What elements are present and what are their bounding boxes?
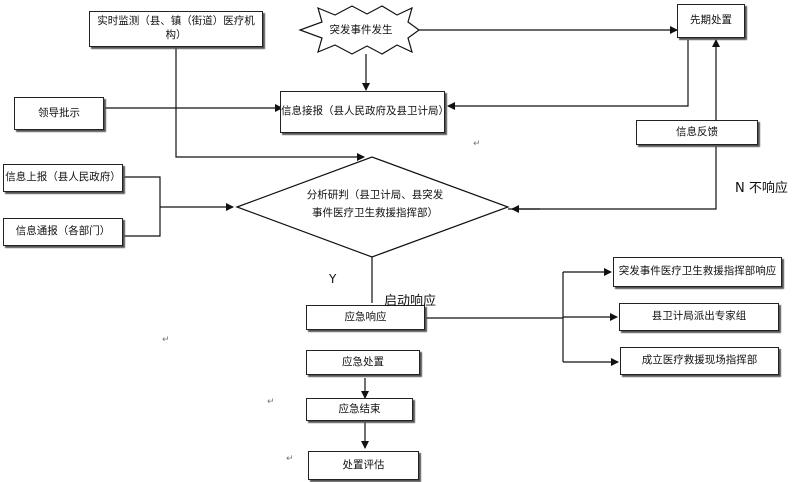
emergency-handling-box: 应急处置 [306, 350, 420, 375]
realtime-monitor-text: 实时监测（县、镇（街道）医疗机构） [97, 15, 255, 41]
emergency-occurs-starburst [298, 5, 421, 55]
evaluation-box: 处置评估 [308, 451, 419, 480]
onsite-command-text: 成立医疗救援现场指挥部 [641, 354, 758, 367]
emergency-end-text: 应急结束 [338, 402, 381, 415]
realtime-monitor-box: 实时监测（县、镇（街道）医疗机构） [89, 11, 263, 47]
emergency-occurs-label: 突发事件发生 [329, 24, 393, 36]
info-receive-text: 信息接报（县人民政府及县卫计局） [281, 105, 449, 118]
emergency-end-box: 应急结束 [306, 398, 413, 421]
leader-instruction-text: 领导批示 [38, 106, 80, 119]
paragraph-mark: ↵ [267, 397, 275, 407]
emergency-handling-text: 应急处置 [342, 355, 384, 368]
analysis-label-line1: 分析研判（县卫计局、县突发 [306, 189, 444, 201]
info-feedback-text: 信息反馈 [676, 125, 718, 138]
notify-box: 信息通报（各部门） [3, 218, 123, 246]
evaluation-text: 处置评估 [342, 458, 385, 471]
command-response-text: 突发事件医疗卫生救援指挥部响应 [618, 265, 777, 278]
command-response-box: 突发事件医疗卫生救援指挥部响应 [613, 257, 782, 287]
paragraph-mark: ↵ [286, 454, 294, 464]
notify-text: 信息通报（各部门） [15, 225, 111, 238]
no-response-label: N 不响应 [735, 181, 788, 196]
analysis-label: 分析研判（县卫计局、县突发 事件医疗卫生救援指挥部） [290, 187, 460, 223]
paragraph-mark: ↵ [473, 139, 481, 149]
early-response-text: 先期处置 [690, 14, 732, 27]
report-up-box: 信息上报（县人民政府） [3, 164, 123, 192]
analysis-decision-diamond [235, 156, 510, 258]
onsite-command-box: 成立医疗救援现场指挥部 [620, 347, 779, 375]
analysis-label-line2: 事件医疗卫生救援指挥部） [312, 206, 438, 219]
expert-group-text: 县卫计局派出专家组 [651, 310, 747, 323]
paragraph-mark: ↵ [162, 335, 170, 345]
expert-group-box: 县卫计局派出专家组 [619, 303, 779, 331]
leader-instruction-box: 领导批示 [14, 97, 104, 130]
emergency-response-box: 应急响应 [306, 305, 425, 330]
info-feedback-box: 信息反馈 [636, 120, 758, 145]
info-receive-box: 信息接报（县人民政府及县卫计局） [280, 91, 449, 133]
emergency-response-text: 应急响应 [344, 310, 387, 323]
report-up-text: 信息上报（县人民政府） [5, 171, 121, 184]
early-response-box: 先期处置 [677, 4, 745, 38]
start-response-label: 启动响应 [384, 294, 437, 309]
yes-label: Y [329, 272, 337, 286]
